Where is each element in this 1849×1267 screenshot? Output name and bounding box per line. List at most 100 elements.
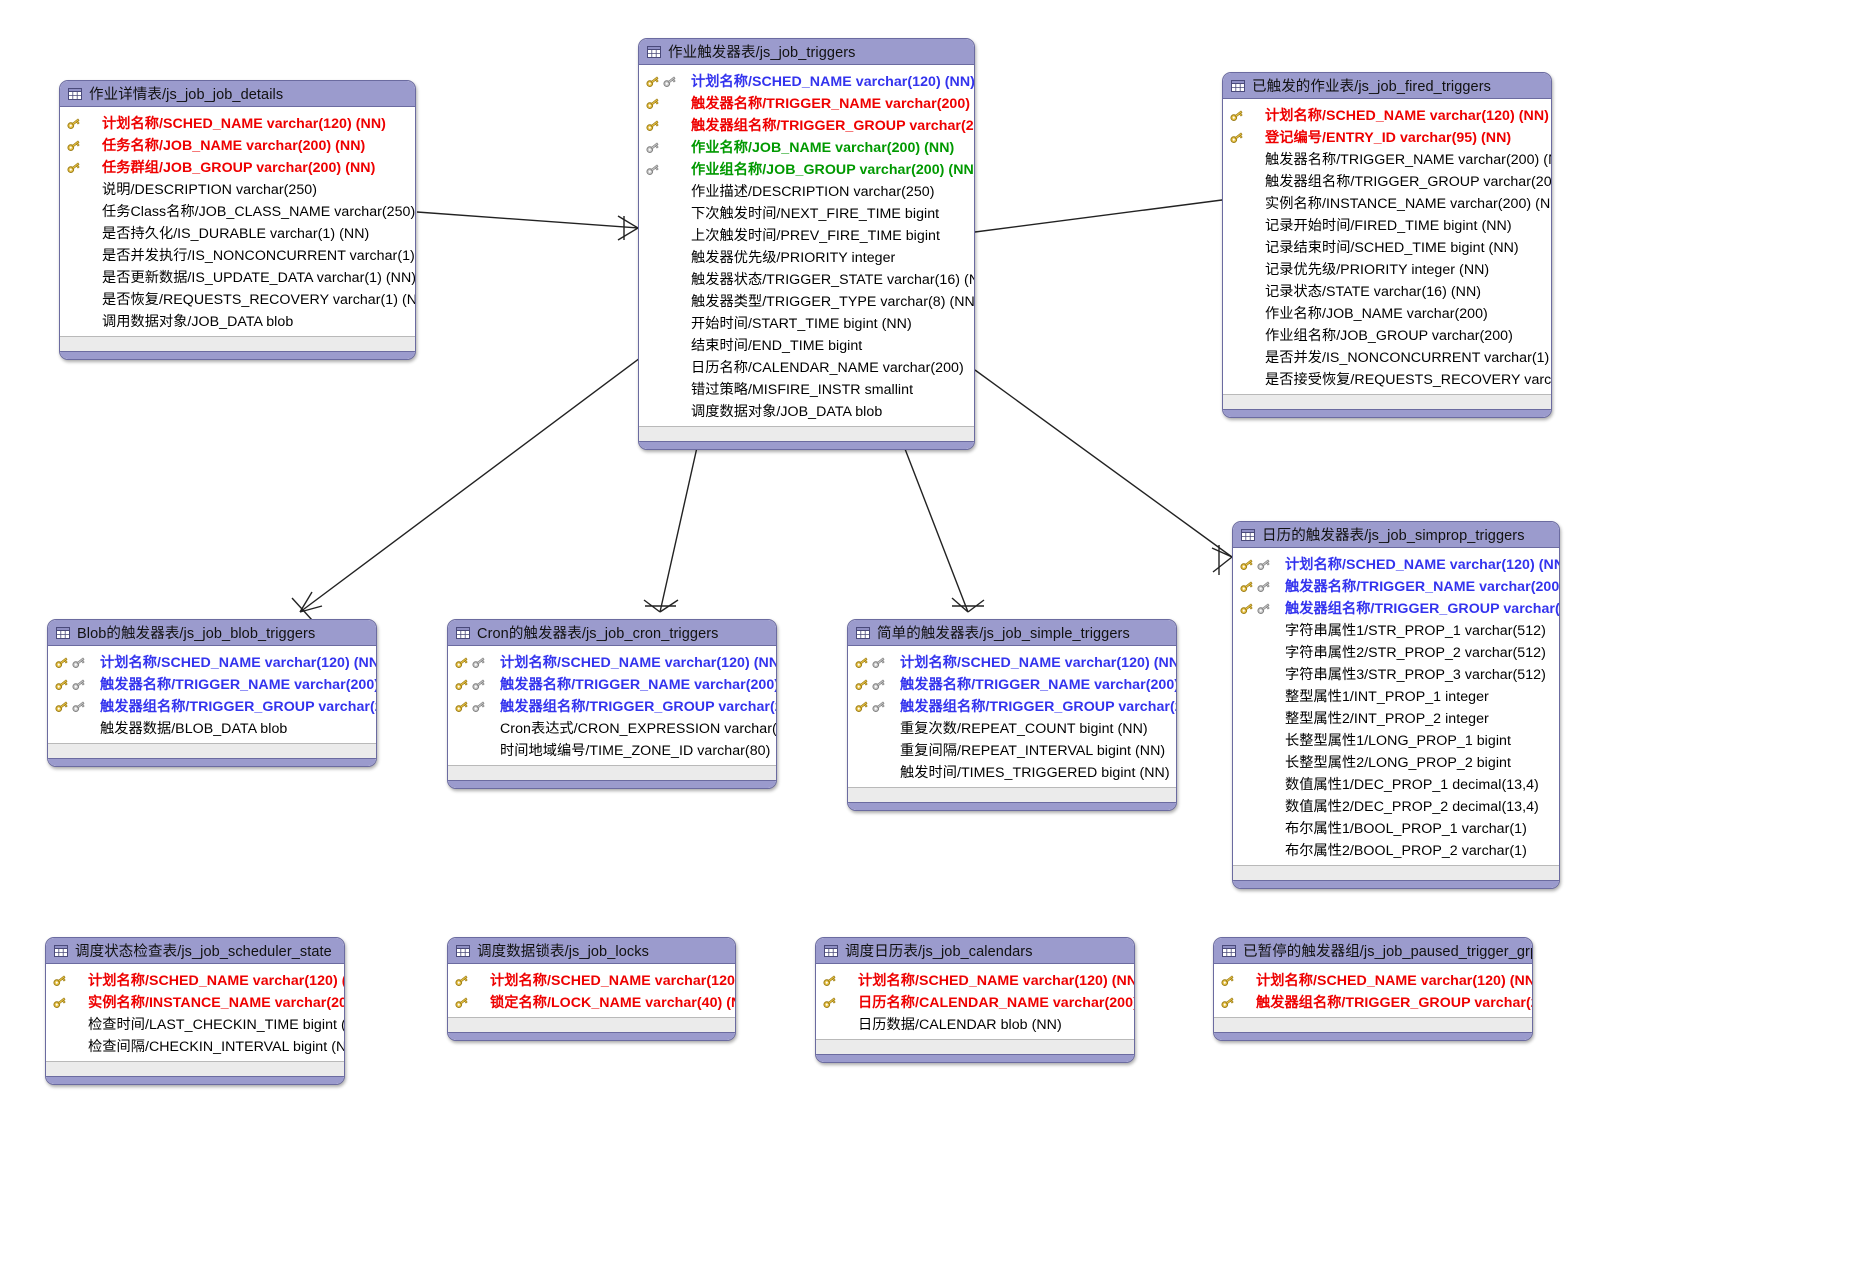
attribute-row[interactable]: 日历名称/CALENDAR_NAME varchar(200) bbox=[639, 356, 974, 378]
attribute-row[interactable]: 任务群组/JOB_GROUP varchar(200) (NN) bbox=[60, 156, 415, 178]
attribute-row[interactable]: 整型属性1/INT_PROP_1 integer bbox=[1233, 685, 1559, 707]
attribute-row[interactable]: 是否恢复/REQUESTS_RECOVERY varchar(1) (NN) bbox=[60, 288, 415, 310]
attribute-row[interactable]: 检查时间/LAST_CHECKIN_TIME bigint (NN) bbox=[46, 1013, 344, 1035]
attribute-row[interactable]: 触发器组名称/TRIGGER_GROUP varchar(200) (NN) bbox=[448, 695, 776, 717]
attribute-row[interactable]: 检查间隔/CHECKIN_INTERVAL bigint (NN) bbox=[46, 1035, 344, 1057]
attribute-row[interactable]: 布尔属性1/BOOL_PROP_1 varchar(1) bbox=[1233, 817, 1559, 839]
attribute-row[interactable]: 触发器名称/TRIGGER_NAME varchar(200) (NN) bbox=[1223, 148, 1551, 170]
attribute-row[interactable]: 字符串属性2/STR_PROP_2 varchar(512) bbox=[1233, 641, 1559, 663]
attribute-row[interactable]: 长整型属性2/LONG_PROP_2 bigint bbox=[1233, 751, 1559, 773]
attribute-row[interactable]: 日历名称/CALENDAR_NAME varchar(200) (NN) bbox=[816, 991, 1134, 1013]
attribute-row[interactable]: 时间地域编号/TIME_ZONE_ID varchar(80) bbox=[448, 739, 776, 761]
entity-calendars[interactable]: 调度日历表/js_job_calendars 计划名称/SCHED_NAME va… bbox=[815, 937, 1135, 1063]
entity-simprop_triggers[interactable]: 日历的触发器表/js_job_simprop_triggers 计划名称/SCHE… bbox=[1232, 521, 1560, 889]
attribute-row[interactable]: 任务名称/JOB_NAME varchar(200) (NN) bbox=[60, 134, 415, 156]
entity-header-triggers[interactable]: 作业触发器表/js_job_triggers bbox=[639, 39, 974, 65]
attribute-row[interactable]: 是否接受恢复/REQUESTS_RECOVERY varchar(1) bbox=[1223, 368, 1551, 390]
attribute-row[interactable]: 登记编号/ENTRY_ID varchar(95) (NN) bbox=[1223, 126, 1551, 148]
attribute-row[interactable]: 计划名称/SCHED_NAME varchar(120) (NN) bbox=[1233, 553, 1559, 575]
attribute-row[interactable]: 触发时间/TIMES_TRIGGERED bigint (NN) bbox=[848, 761, 1176, 783]
entity-blob_triggers[interactable]: Blob的触发器表/js_job_blob_triggers 计划名称/SCHED… bbox=[47, 619, 377, 767]
attribute-row[interactable]: 计划名称/SCHED_NAME varchar(120) (NN) bbox=[816, 969, 1134, 991]
attribute-row[interactable]: 重复次数/REPEAT_COUNT bigint (NN) bbox=[848, 717, 1176, 739]
attribute-row[interactable]: Cron表达式/CRON_EXPRESSION varchar(120) (NN… bbox=[448, 717, 776, 739]
attribute-row[interactable]: 调度数据对象/JOB_DATA blob bbox=[639, 400, 974, 422]
attribute-row[interactable]: 调用数据对象/JOB_DATA blob bbox=[60, 310, 415, 332]
attribute-row[interactable]: 任务Class名称/JOB_CLASS_NAME varchar(250) (N… bbox=[60, 200, 415, 222]
entity-header-simprop_triggers[interactable]: 日历的触发器表/js_job_simprop_triggers bbox=[1233, 522, 1559, 548]
entity-header-blob_triggers[interactable]: Blob的触发器表/js_job_blob_triggers bbox=[48, 620, 376, 646]
attribute-row[interactable]: 触发器名称/TRIGGER_NAME varchar(200) (NN) bbox=[48, 673, 376, 695]
attribute-row[interactable]: 长整型属性1/LONG_PROP_1 bigint bbox=[1233, 729, 1559, 751]
attribute-row[interactable]: 触发器数据/BLOB_DATA blob bbox=[48, 717, 376, 739]
entity-header-locks[interactable]: 调度数据锁表/js_job_locks bbox=[448, 938, 735, 964]
attribute-row[interactable]: 是否更新数据/IS_UPDATE_DATA varchar(1) (NN) bbox=[60, 266, 415, 288]
attribute-row[interactable]: 计划名称/SCHED_NAME varchar(120) (NN) bbox=[46, 969, 344, 991]
entity-header-cron_triggers[interactable]: Cron的触发器表/js_job_cron_triggers bbox=[448, 620, 776, 646]
entity-header-calendars[interactable]: 调度日历表/js_job_calendars bbox=[816, 938, 1134, 964]
attribute-row[interactable]: 数值属性2/DEC_PROP_2 decimal(13,4) bbox=[1233, 795, 1559, 817]
entity-fired_triggers[interactable]: 已触发的作业表/js_job_fired_triggers 计划名称/SCHED_… bbox=[1222, 72, 1552, 418]
entity-job_details[interactable]: 作业详情表/js_job_job_details 计划名称/SCHED_NAME … bbox=[59, 80, 416, 360]
attribute-row[interactable]: 触发器类型/TRIGGER_TYPE varchar(8) (NN) bbox=[639, 290, 974, 312]
attribute-row[interactable]: 说明/DESCRIPTION varchar(250) bbox=[60, 178, 415, 200]
attribute-row[interactable]: 开始时间/START_TIME bigint (NN) bbox=[639, 312, 974, 334]
attribute-row[interactable]: 作业名称/JOB_NAME varchar(200) (NN) bbox=[639, 136, 974, 158]
attribute-row[interactable]: 计划名称/SCHED_NAME varchar(120) (NN) bbox=[848, 651, 1176, 673]
entity-paused_trigger_grps[interactable]: 已暂停的触发器组/js_job_paused_trigger_grps 计划名称/… bbox=[1213, 937, 1533, 1041]
entity-header-simple_triggers[interactable]: 简单的触发器表/js_job_simple_triggers bbox=[848, 620, 1176, 646]
attribute-row[interactable]: 记录结束时间/SCHED_TIME bigint (NN) bbox=[1223, 236, 1551, 258]
attribute-row[interactable]: 记录状态/STATE varchar(16) (NN) bbox=[1223, 280, 1551, 302]
attribute-row[interactable]: 实例名称/INSTANCE_NAME varchar(200) (NN) bbox=[46, 991, 344, 1013]
attribute-row[interactable]: 结束时间/END_TIME bigint bbox=[639, 334, 974, 356]
entity-scheduler_state[interactable]: 调度状态检查表/js_job_scheduler_state 计划名称/SCHED… bbox=[45, 937, 345, 1085]
entity-header-job_details[interactable]: 作业详情表/js_job_job_details bbox=[60, 81, 415, 107]
attribute-row[interactable]: 字符串属性3/STR_PROP_3 varchar(512) bbox=[1233, 663, 1559, 685]
attribute-row[interactable]: 计划名称/SCHED_NAME varchar(120) (NN) bbox=[448, 651, 776, 673]
attribute-row[interactable]: 日历数据/CALENDAR blob (NN) bbox=[816, 1013, 1134, 1035]
attribute-row[interactable]: 布尔属性2/BOOL_PROP_2 varchar(1) bbox=[1233, 839, 1559, 861]
attribute-row[interactable]: 是否并发/IS_NONCONCURRENT varchar(1) bbox=[1223, 346, 1551, 368]
attribute-row[interactable]: 触发器组名称/TRIGGER_GROUP varchar(200) (NN) bbox=[1233, 597, 1559, 619]
attribute-row[interactable]: 上次触发时间/PREV_FIRE_TIME bigint bbox=[639, 224, 974, 246]
attribute-row[interactable]: 计划名称/SCHED_NAME varchar(120) (NN) bbox=[1223, 104, 1551, 126]
attribute-row[interactable]: 计划名称/SCHED_NAME varchar(120) (NN) bbox=[1214, 969, 1532, 991]
attribute-row[interactable]: 字符串属性1/STR_PROP_1 varchar(512) bbox=[1233, 619, 1559, 641]
entity-triggers[interactable]: 作业触发器表/js_job_triggers 计划名称/SCHED_NAME va… bbox=[638, 38, 975, 450]
attribute-row[interactable]: 作业名称/JOB_NAME varchar(200) bbox=[1223, 302, 1551, 324]
attribute-row[interactable]: 记录优先级/PRIORITY integer (NN) bbox=[1223, 258, 1551, 280]
attribute-row[interactable]: 作业描述/DESCRIPTION varchar(250) bbox=[639, 180, 974, 202]
attribute-row[interactable]: 触发器名称/TRIGGER_NAME varchar(200) (NN) bbox=[1233, 575, 1559, 597]
attribute-row[interactable]: 作业组名称/JOB_GROUP varchar(200) (NN) bbox=[639, 158, 974, 180]
attribute-row[interactable]: 触发器组名称/TRIGGER_GROUP varchar(200) (NN) bbox=[1223, 170, 1551, 192]
entity-cron_triggers[interactable]: Cron的触发器表/js_job_cron_triggers 计划名称/SCHED… bbox=[447, 619, 777, 789]
attribute-row[interactable]: 是否并发执行/IS_NONCONCURRENT varchar(1) (NN) bbox=[60, 244, 415, 266]
entity-header-paused_trigger_grps[interactable]: 已暂停的触发器组/js_job_paused_trigger_grps bbox=[1214, 938, 1532, 964]
attribute-row[interactable]: 触发器组名称/TRIGGER_GROUP varchar(200) (NN) bbox=[639, 114, 974, 136]
attribute-row[interactable]: 触发器组名称/TRIGGER_GROUP varchar(200) (NN) bbox=[1214, 991, 1532, 1013]
attribute-row[interactable]: 触发器组名称/TRIGGER_GROUP varchar(200) (NN) bbox=[848, 695, 1176, 717]
attribute-row[interactable]: 计划名称/SCHED_NAME varchar(120) (NN) bbox=[448, 969, 735, 991]
entity-locks[interactable]: 调度数据锁表/js_job_locks 计划名称/SCHED_NAME varch… bbox=[447, 937, 736, 1041]
attribute-row[interactable]: 作业组名称/JOB_GROUP varchar(200) bbox=[1223, 324, 1551, 346]
attribute-row[interactable]: 触发器名称/TRIGGER_NAME varchar(200) (NN) bbox=[448, 673, 776, 695]
attribute-row[interactable]: 触发器状态/TRIGGER_STATE varchar(16) (NN) bbox=[639, 268, 974, 290]
attribute-row[interactable]: 锁定名称/LOCK_NAME varchar(40) (NN) bbox=[448, 991, 735, 1013]
attribute-row[interactable]: 数值属性1/DEC_PROP_1 decimal(13,4) bbox=[1233, 773, 1559, 795]
attribute-row[interactable]: 触发器优先级/PRIORITY integer bbox=[639, 246, 974, 268]
attribute-row[interactable]: 重复间隔/REPEAT_INTERVAL bigint (NN) bbox=[848, 739, 1176, 761]
attribute-row[interactable]: 触发器名称/TRIGGER_NAME varchar(200) (NN) bbox=[848, 673, 1176, 695]
attribute-row[interactable]: 实例名称/INSTANCE_NAME varchar(200) (NN) bbox=[1223, 192, 1551, 214]
attribute-row[interactable]: 记录开始时间/FIRED_TIME bigint (NN) bbox=[1223, 214, 1551, 236]
attribute-row[interactable]: 计划名称/SCHED_NAME varchar(120) (NN) bbox=[639, 70, 974, 92]
entity-header-scheduler_state[interactable]: 调度状态检查表/js_job_scheduler_state bbox=[46, 938, 344, 964]
attribute-row[interactable]: 整型属性2/INT_PROP_2 integer bbox=[1233, 707, 1559, 729]
attribute-row[interactable]: 计划名称/SCHED_NAME varchar(120) (NN) bbox=[48, 651, 376, 673]
attribute-row[interactable]: 是否持久化/IS_DURABLE varchar(1) (NN) bbox=[60, 222, 415, 244]
entity-simple_triggers[interactable]: 简单的触发器表/js_job_simple_triggers 计划名称/SCHED… bbox=[847, 619, 1177, 811]
entity-header-fired_triggers[interactable]: 已触发的作业表/js_job_fired_triggers bbox=[1223, 73, 1551, 99]
attribute-row[interactable]: 触发器组名称/TRIGGER_GROUP varchar(200) (NN) bbox=[48, 695, 376, 717]
attribute-row[interactable]: 触发器名称/TRIGGER_NAME varchar(200) (NN) bbox=[639, 92, 974, 114]
attribute-row[interactable]: 下次触发时间/NEXT_FIRE_TIME bigint bbox=[639, 202, 974, 224]
attribute-row[interactable]: 计划名称/SCHED_NAME varchar(120) (NN) bbox=[60, 112, 415, 134]
